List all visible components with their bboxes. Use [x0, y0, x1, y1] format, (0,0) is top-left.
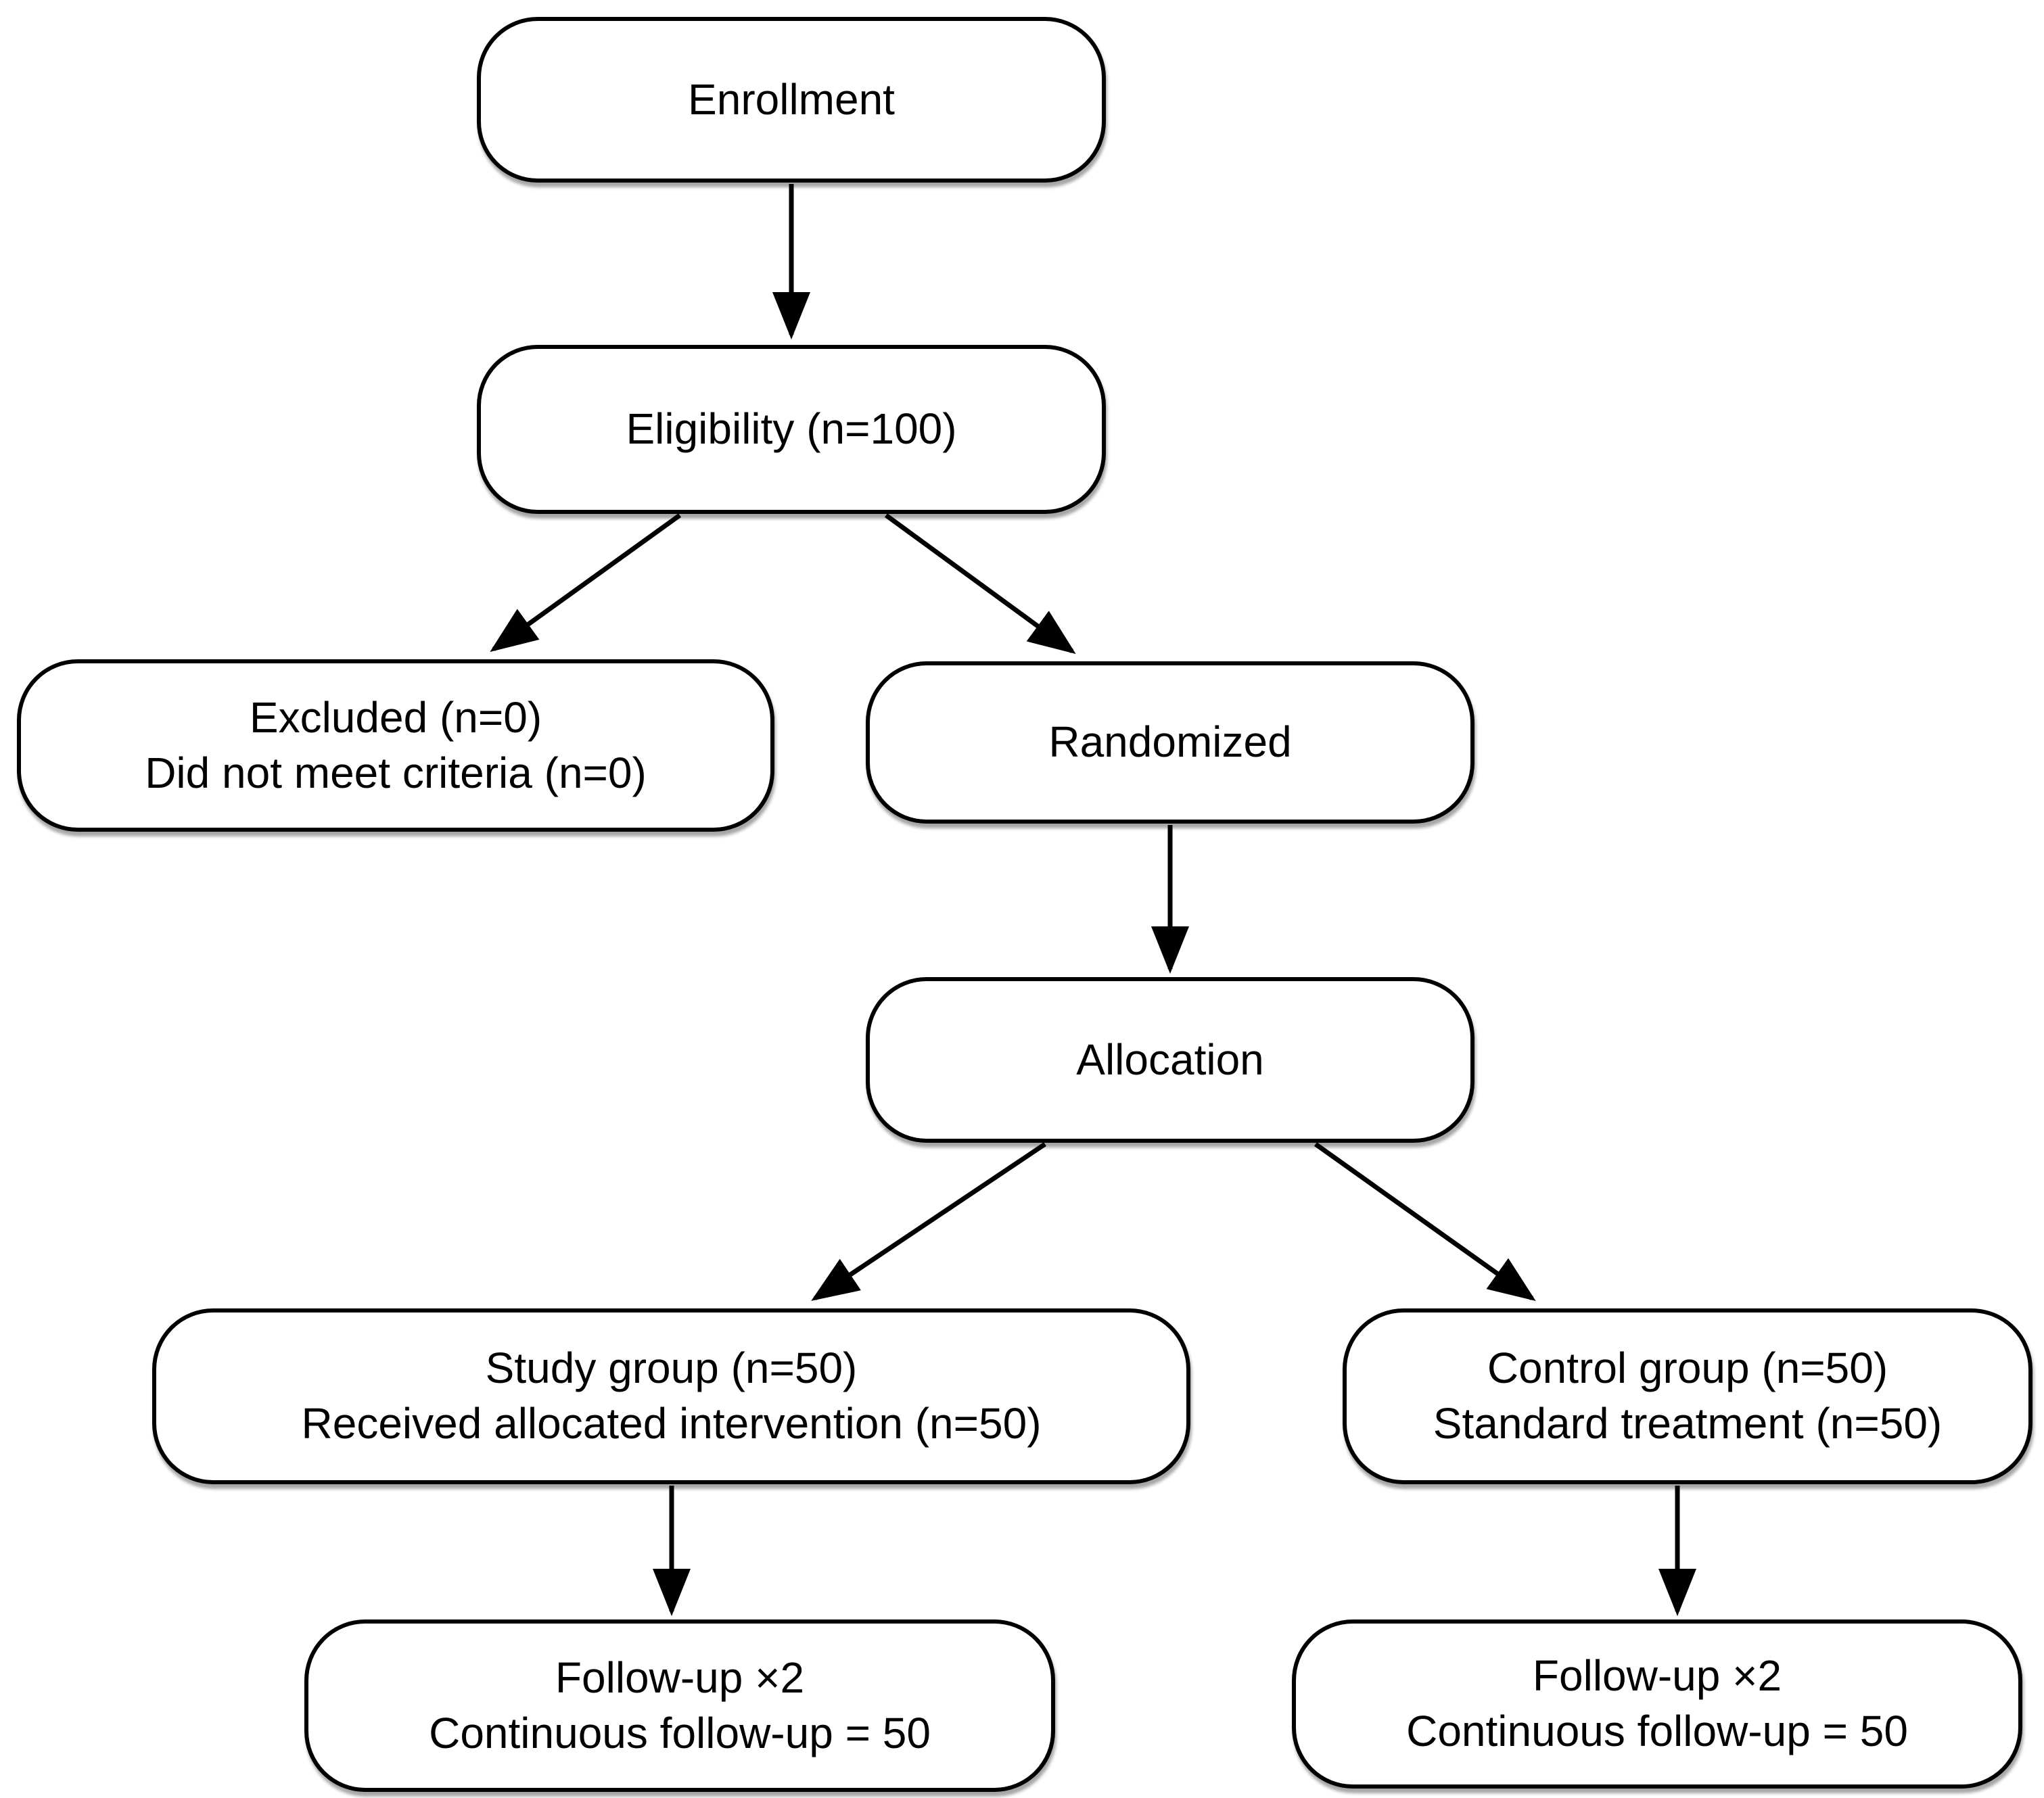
node-eligibility: Eligibility (n=100): [477, 345, 1106, 514]
arrow-allocation-to-control-group: [1314, 1142, 1536, 1302]
node-allocation: Allocation: [866, 977, 1474, 1143]
node-allocation-label: Allocation: [1076, 1035, 1264, 1084]
node-study-group-label-line2: Received allocated intervention (n=50): [301, 1399, 1042, 1448]
node-excluded: Excluded (n=0) Did not meet criteria (n=…: [17, 659, 774, 832]
node-enrollment: Enrollment: [477, 17, 1106, 183]
node-enrollment-label: Enrollment: [688, 74, 895, 124]
node-randomized-label: Randomized: [1048, 717, 1292, 767]
node-excluded-label-line1: Excluded (n=0): [249, 692, 542, 742]
node-randomized: Randomized: [866, 661, 1474, 824]
node-control-group: Control group (n=50) Standard treatment …: [1343, 1308, 2033, 1484]
node-followup-control-label-line2: Continuous follow-up = 50: [1406, 1707, 1908, 1755]
arrow-eligibility-to-randomized: [884, 513, 1076, 655]
node-followup-study: Follow-up ×2 Continuous follow-up = 50: [304, 1619, 1055, 1792]
arrow-eligibility-to-excluded: [490, 513, 682, 653]
node-control-group-label-line2: Standard treatment (n=50): [1433, 1399, 1943, 1448]
node-followup-control: Follow-up ×2 Continuous follow-up = 50: [1292, 1619, 2022, 1789]
node-followup-control-label-line1: Follow-up ×2: [1532, 1651, 1782, 1701]
node-study-group-label-line1: Study group (n=50): [485, 1344, 858, 1393]
node-excluded-label-line2: Did not meet criteria (n=0): [145, 748, 647, 797]
arrow-allocation-to-study-group: [811, 1142, 1046, 1301]
node-control-group-label-line1: Control group (n=50): [1487, 1344, 1888, 1393]
node-eligibility-label: Eligibility (n=100): [626, 404, 957, 454]
node-followup-study-label-line2: Continuous follow-up = 50: [429, 1708, 931, 1757]
node-followup-study-label-line1: Follow-up ×2: [555, 1653, 805, 1702]
node-study-group: Study group (n=50) Received allocated in…: [152, 1308, 1190, 1484]
